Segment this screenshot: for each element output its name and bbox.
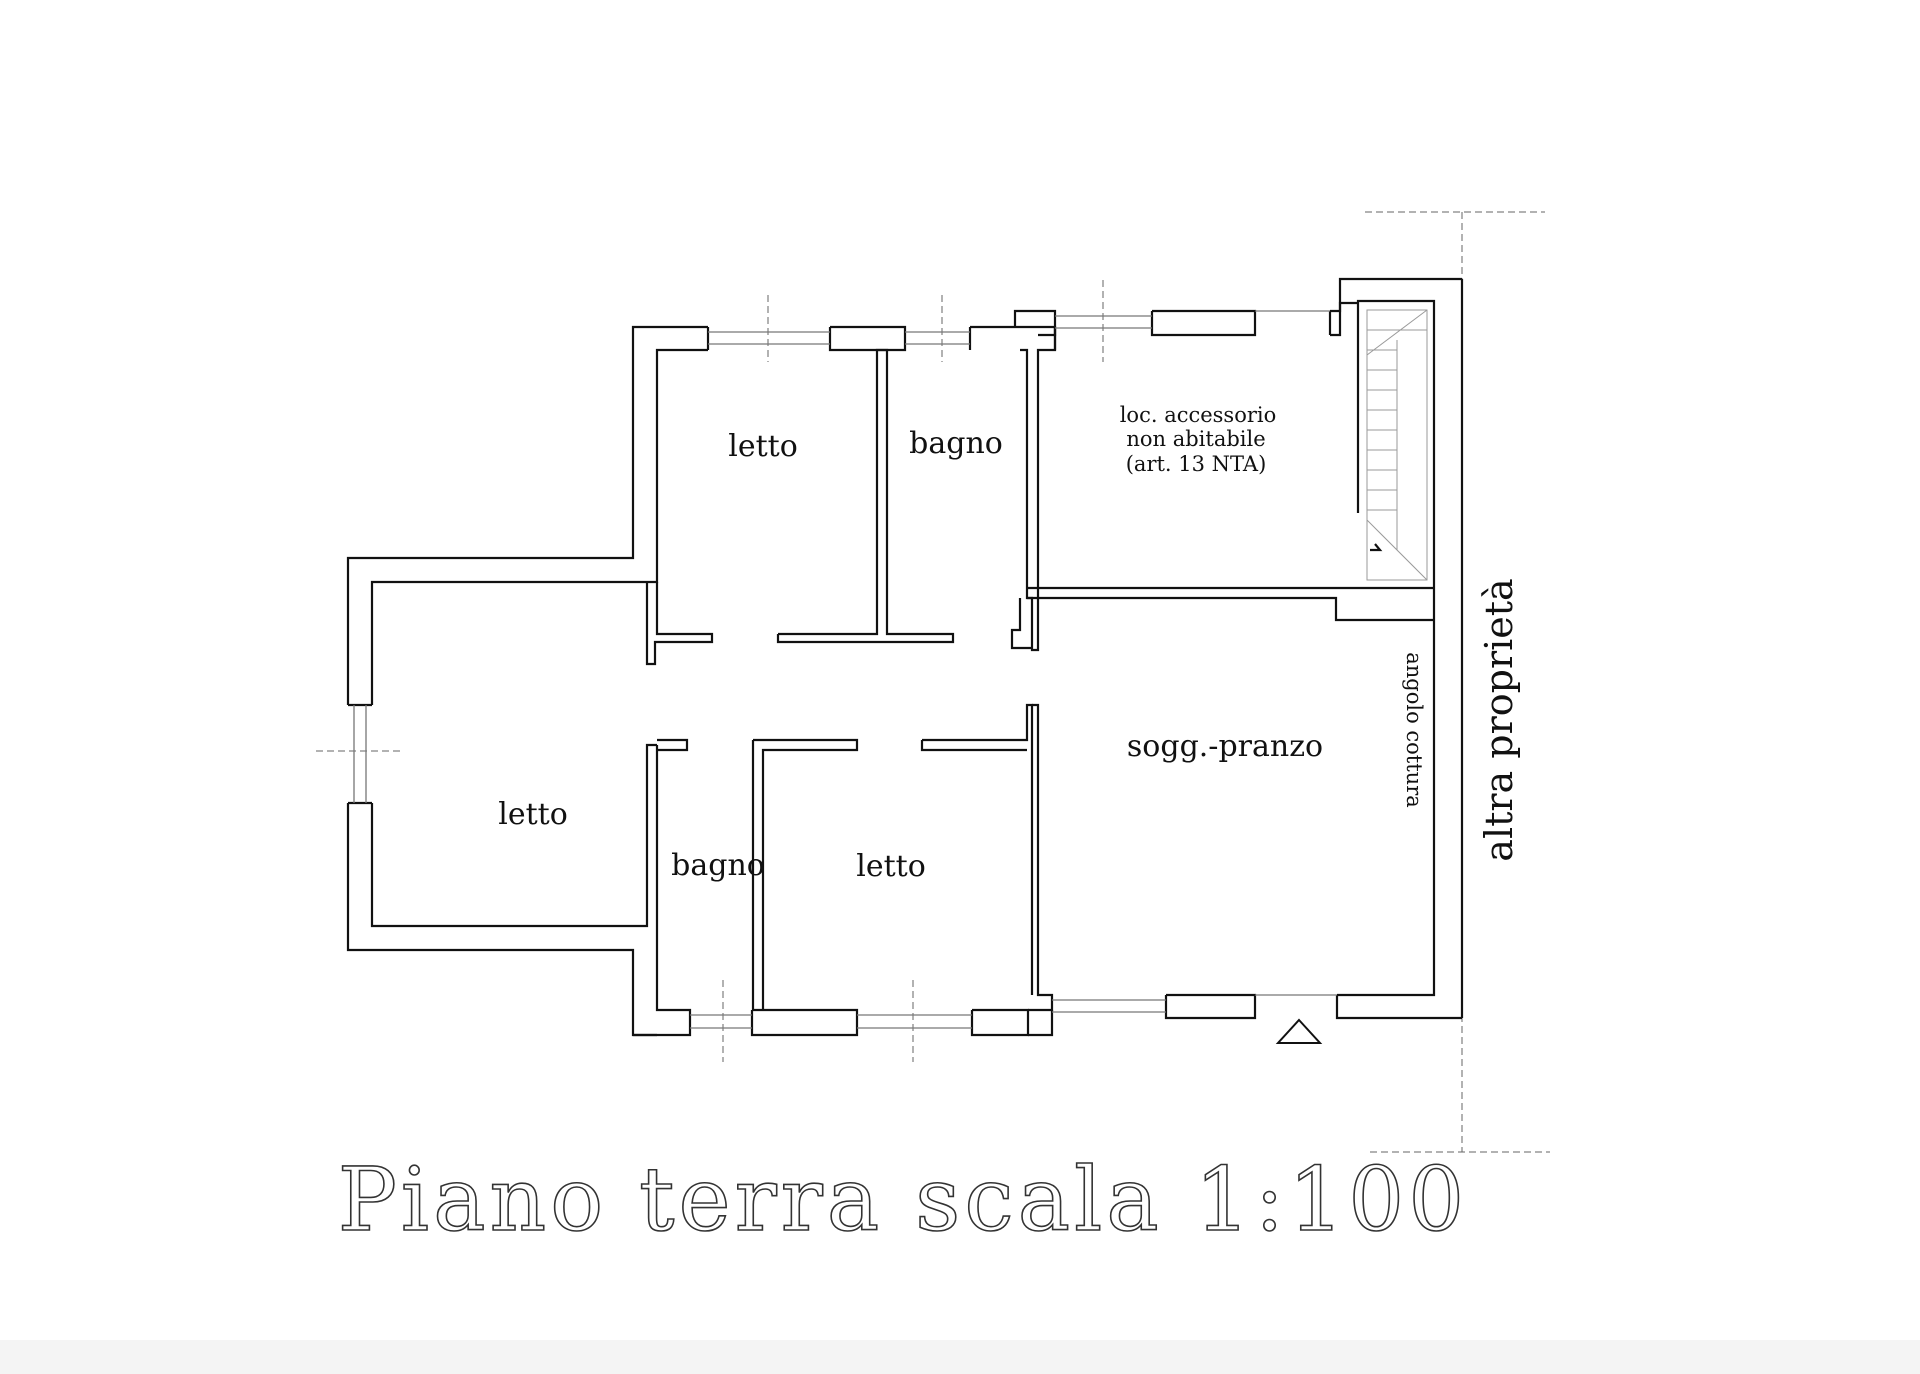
entrance-triangle-icon [1275, 1018, 1323, 1044]
neighbour-property-label: altra proprietà [1477, 578, 1521, 861]
room-label-letto-top: letto [728, 429, 798, 464]
room-label-letto-bottom: letto [856, 849, 926, 884]
exterior-walls [346, 277, 1464, 1037]
room-label-letto-left: letto [498, 797, 568, 832]
property-boundary [1365, 211, 1550, 1153]
room-label-bagno-bottom: bagno [671, 848, 765, 883]
windows [353, 310, 1337, 1029]
window-axis-lines [316, 280, 1104, 1062]
page-footer-strip [0, 1340, 1920, 1374]
room-label-accessorio-line1: loc. accessorio [1120, 403, 1277, 427]
interior-walls [645, 348, 1434, 1010]
room-label-accessorio-line3: (art. 13 NTA) [1126, 452, 1267, 476]
room-label-accessorio-line2: non abitabile [1126, 427, 1265, 451]
room-label-soggiorno: sogg.-pranzo [1127, 729, 1323, 764]
room-label-bagno-top: bagno [909, 426, 1003, 461]
room-labels: letto bagno loc. accessorio non abitabil… [498, 403, 1426, 884]
room-label-angolo-cottura: angolo cottura [1402, 652, 1426, 808]
staircase [1366, 309, 1428, 581]
drawing-title: Piano terra scala 1:100 [338, 1148, 1469, 1251]
